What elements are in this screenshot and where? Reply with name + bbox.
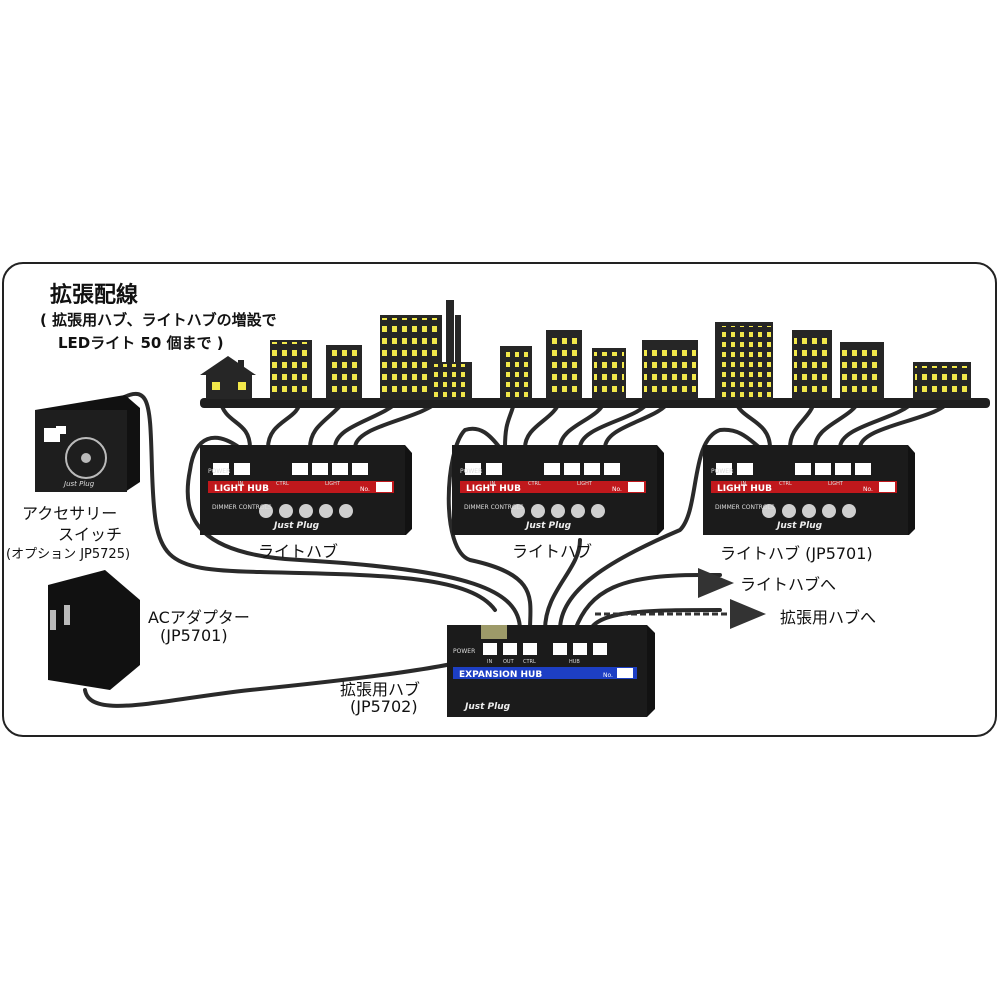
svg-text:LIGHT: LIGHT (828, 481, 844, 487)
svg-text:DIMMER CONTROLS: DIMMER CONTROLS (464, 504, 524, 511)
svg-text:No.: No. (603, 672, 613, 679)
light-hub-caption-1: ライトハブ (258, 542, 339, 561)
svg-text:DIMMER CONTROLS: DIMMER CONTROLS (212, 504, 272, 511)
svg-text:Just Plug: Just Plug (775, 521, 823, 531)
svg-text:POWER: POWER (453, 648, 475, 655)
subtitle-line-2: LEDライト 50 個まで ) (58, 334, 224, 352)
svg-text:HUB: HUB (569, 659, 580, 665)
svg-text:CTRL: CTRL (276, 481, 289, 487)
arrows (595, 568, 766, 629)
svg-text:Just Plug: Just Plug (272, 521, 320, 531)
accessory-switch-device: Just Plug (35, 395, 140, 492)
svg-text:DIMMER CONTROLS: DIMMER CONTROLS (715, 504, 775, 511)
ac-adapter-label-1: ACアダプター (148, 608, 250, 627)
svg-text:CTRL: CTRL (523, 659, 536, 665)
light-hub-3: POWER IN CTRL LIGHT LIGHT HUB No. DIMMER… (703, 445, 915, 535)
light-hub-caption-3: ライトハブ (JP5701) (720, 544, 873, 563)
expansion-hub-caption-2: (JP5702) (350, 697, 418, 716)
svg-text:IN: IN (490, 481, 495, 487)
svg-text:POWER: POWER (711, 468, 733, 475)
svg-text:POWER: POWER (460, 468, 482, 475)
svg-text:No.: No. (612, 486, 622, 493)
svg-text:EXPANSION HUB: EXPANSION HUB (459, 670, 542, 680)
svg-text:CTRL: CTRL (528, 481, 541, 487)
expansion-hub-device: POWER IN OUT CTRL HUB EXPANSION HUB No. … (447, 625, 655, 717)
page-title: 拡張配線 (50, 283, 139, 308)
accessory-switch-label-3: (オプション JP5725) (6, 547, 131, 562)
svg-text:CTRL: CTRL (779, 481, 792, 487)
ac-adapter-label-2: (JP5701) (160, 626, 228, 645)
svg-text:Just Plug: Just Plug (62, 480, 95, 488)
building-cluster-3 (715, 322, 971, 400)
buildings (200, 300, 971, 400)
arrow-label-light-hub: ライトハブへ (740, 575, 837, 594)
svg-text:IN: IN (487, 659, 492, 665)
arrow-label-expansion-hub: 拡張用ハブへ (780, 608, 877, 627)
building-house (200, 356, 256, 399)
city-base-plate (200, 398, 990, 408)
svg-text:LIGHT HUB: LIGHT HUB (214, 484, 269, 494)
svg-text:LIGHT HUB: LIGHT HUB (717, 484, 772, 494)
svg-text:POWER: POWER (208, 468, 230, 475)
svg-text:IN: IN (238, 481, 243, 487)
accessory-switch-label-1: アクセサリー (22, 504, 118, 523)
svg-text:Just Plug: Just Plug (524, 521, 572, 531)
svg-text:LIGHT HUB: LIGHT HUB (466, 484, 521, 494)
svg-text:OUT: OUT (503, 659, 515, 665)
ac-adapter-device (48, 570, 140, 690)
svg-text:IN: IN (741, 481, 746, 487)
light-hub-caption-2: ライトハブ (512, 542, 593, 561)
building-cluster-2 (500, 330, 698, 400)
light-hub-1: POWER IN CTRL LIGHT LIGHT HUB No. DIMMER… (200, 445, 412, 535)
svg-text:Just Plug: Just Plug (463, 702, 511, 712)
svg-text:LIGHT: LIGHT (325, 481, 341, 487)
light-hub-2: POWER IN CTRL LIGHT LIGHT HUB No. DIMMER… (452, 445, 664, 535)
expansion-hub-caption-1: 拡張用ハブ (340, 680, 421, 699)
svg-text:No.: No. (360, 486, 370, 493)
knob-icon (65, 437, 107, 479)
svg-text:LIGHT: LIGHT (577, 481, 593, 487)
building-cluster-1 (270, 300, 472, 400)
accessory-switch-label-2: スイッチ (58, 525, 123, 544)
svg-text:No.: No. (863, 486, 873, 493)
subtitle-line-1: ( 拡張用ハブ、ライトハブの増設で (40, 311, 277, 329)
